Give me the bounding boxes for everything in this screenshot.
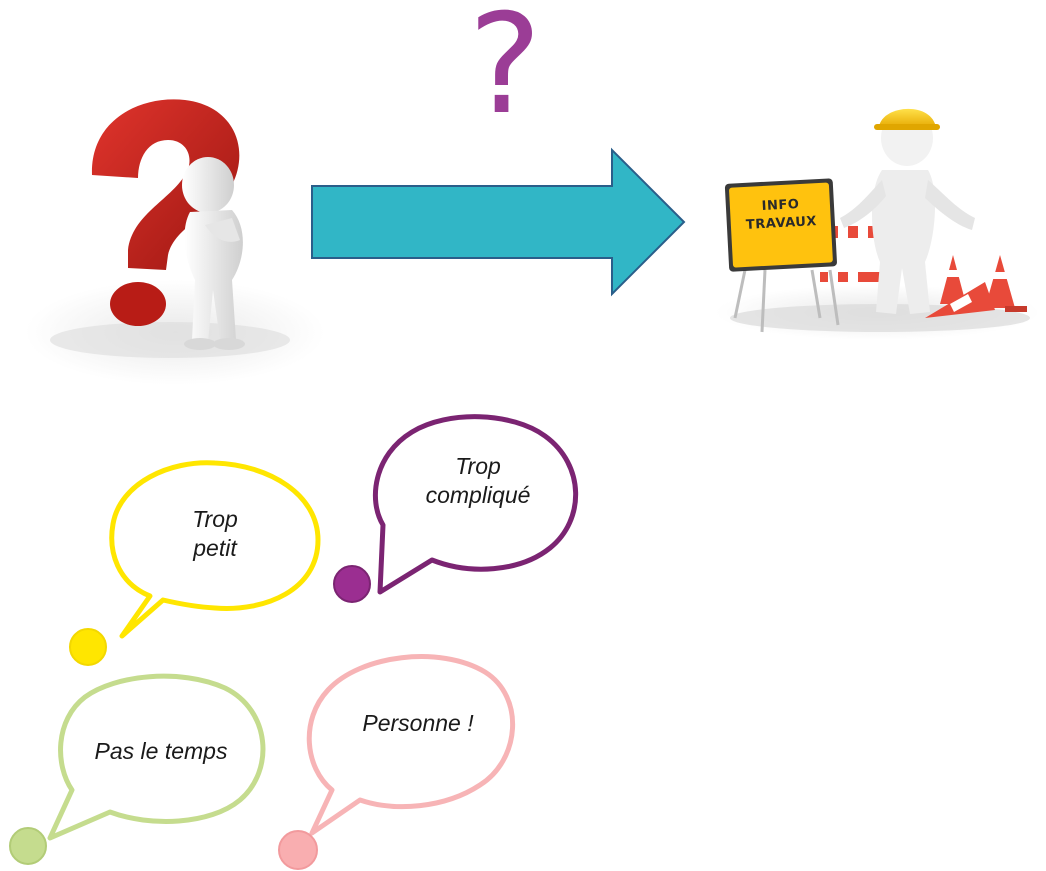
bubble-text-pas-le-temps: Pas le temps [94, 738, 228, 764]
header-question-mark: ? [468, 0, 542, 145]
bubble-personne [278, 654, 516, 870]
info-travaux-sign: INFO TRAVAUX [730, 194, 832, 235]
bubble-text-trop-complique: Trop compliqué [425, 453, 531, 508]
right-arrow-icon [311, 147, 686, 297]
bubble-trop-complique [333, 414, 579, 603]
bubble-text-trop-petit: Trop petit [192, 506, 238, 561]
bubble-text-personne: Personne ! [362, 710, 474, 736]
question-thinker-icon [25, 99, 325, 385]
bubble-pas-le-temps [9, 673, 266, 865]
bubble-trop-petit [69, 460, 321, 666]
construction-worker-icon [715, 108, 1040, 340]
